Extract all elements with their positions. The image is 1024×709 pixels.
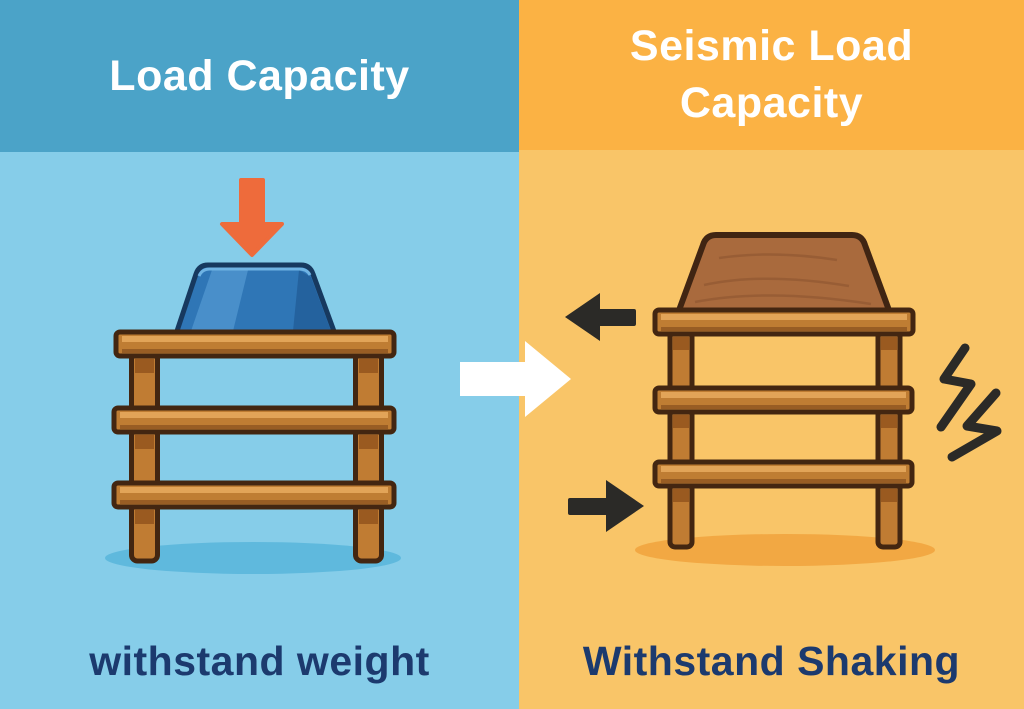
title-line-1: Seismic Load	[629, 22, 914, 70]
tabletop-icon	[675, 232, 893, 316]
seismic-table-illustration	[565, 232, 1002, 566]
seismic-capacity-caption: Withstand Shaking	[582, 638, 961, 684]
vibration-bolts-icon	[936, 343, 1002, 462]
load-capacity-panel: Load Capacity	[0, 0, 519, 709]
seismic-capacity-panel: Seismic Load Capacity	[519, 0, 1024, 709]
title-line-2: Capacity	[679, 79, 864, 127]
load-capacity-caption: withstand weight	[89, 638, 430, 684]
leg-joints	[135, 359, 378, 524]
weight-block-icon	[173, 262, 338, 337]
table-rails	[652, 307, 916, 489]
table-shadow	[105, 542, 401, 574]
table-legs	[129, 345, 384, 564]
table-legs	[667, 317, 903, 550]
load-capacity-title: Load Capacity	[109, 51, 410, 100]
shake-right-arrow-icon	[568, 480, 644, 532]
seismic-capacity-header: Seismic Load Capacity	[519, 0, 1024, 150]
transition-arrow-icon	[460, 341, 571, 417]
force-down-arrow-icon	[220, 178, 284, 257]
load-table-illustration	[105, 178, 401, 574]
table-shadow	[635, 534, 935, 566]
table-rails	[111, 329, 397, 510]
shake-left-arrow-icon	[565, 293, 636, 341]
load-capacity-header: Load Capacity	[0, 0, 519, 152]
leg-joints	[673, 337, 897, 502]
seismic-capacity-title: Seismic Load Capacity	[630, 18, 913, 132]
